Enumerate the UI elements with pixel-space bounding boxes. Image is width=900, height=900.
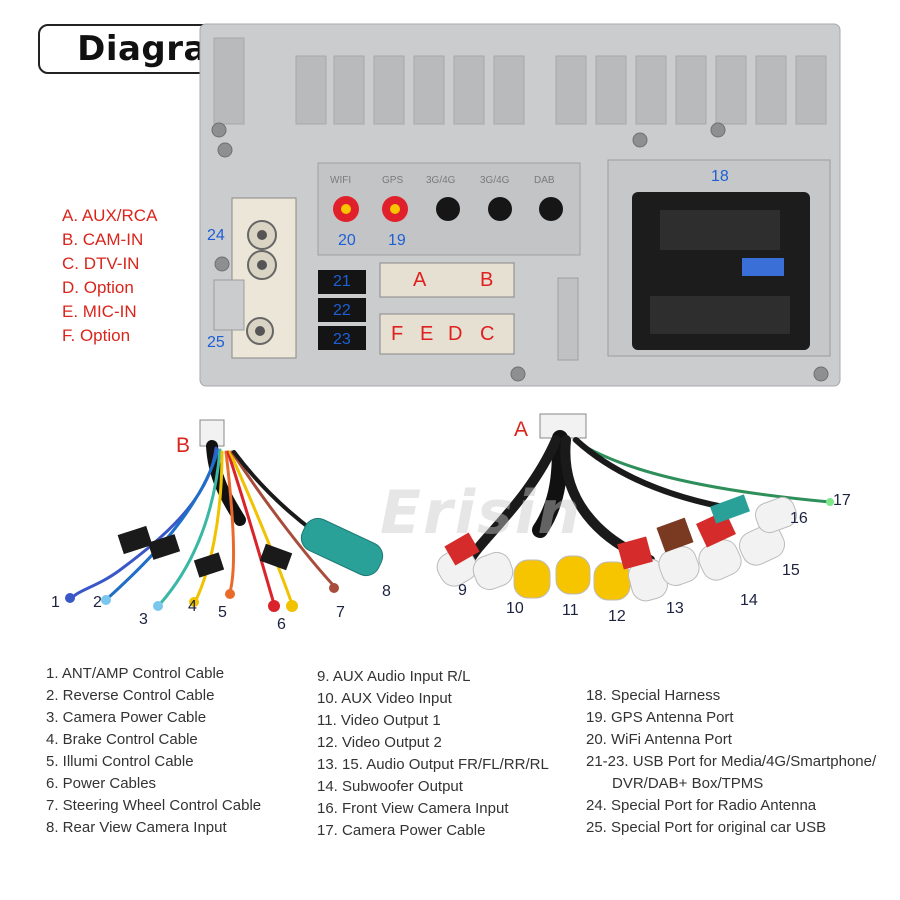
legend-item: F. Option <box>62 326 131 345</box>
callout-25: 25 <box>207 334 225 351</box>
socket-letter-f: F <box>391 323 404 345</box>
callout-2: 2 <box>93 594 102 611</box>
list-item: 5. Illumi Control Cable <box>46 753 194 770</box>
callout-16: 16 <box>790 510 808 527</box>
callout-12: 12 <box>608 608 626 625</box>
head-unit-back-panel <box>199 23 841 387</box>
callout-23: 23 <box>333 331 351 348</box>
legend-item: B. CAM-IN <box>62 230 144 249</box>
callout-19: 19 <box>388 232 406 249</box>
callout-14: 14 <box>740 592 758 609</box>
callout-10: 10 <box>506 600 524 617</box>
watermark: Erisin <box>380 478 583 548</box>
callout-17: 17 <box>833 492 851 509</box>
list-item: DVR/DAB+ Box/TPMS <box>612 775 764 792</box>
list-item: 3. Camera Power Cable <box>46 709 207 726</box>
list-item: 12. Video Output 2 <box>317 734 442 751</box>
list-item: 1. ANT/AMP Control Cable <box>46 665 225 682</box>
gps-port-label: GPS <box>382 175 404 186</box>
callout-24: 24 <box>207 227 225 244</box>
harness-b <box>65 419 384 612</box>
list-item: 25. Special Port for original car USB <box>586 819 827 836</box>
list-item: 13. 15. Audio Output FR/FL/RR/RL <box>317 756 549 773</box>
callout-18: 18 <box>711 168 729 185</box>
list-item: 20. WiFi Antenna Port <box>586 731 732 748</box>
socket-letter-d: D <box>448 323 463 345</box>
list-item: 24. Special Port for Radio Antenna <box>586 797 817 814</box>
callout-3: 3 <box>139 611 148 628</box>
socket-letter-c: C <box>480 323 495 345</box>
list-item: 16. Front View Camera Input <box>317 800 509 817</box>
callout-9: 9 <box>458 582 467 599</box>
list-item: 17. Camera Power Cable <box>317 822 486 839</box>
callout-15: 15 <box>782 562 800 579</box>
callout-7: 7 <box>336 604 345 621</box>
callout-8: 8 <box>382 583 391 600</box>
connector-legend: A. AUX/RCA B. CAM-IN C. DTV-IN D. Option… <box>62 204 157 348</box>
list-item: 21-23. USB Port for Media/4G/Smartphone/ <box>586 753 877 770</box>
callout-11: 11 <box>562 602 579 619</box>
callout-13: 13 <box>666 600 684 617</box>
cable-list-column-1: 1. ANT/AMP Control Cable 2. Reverse Cont… <box>46 663 261 839</box>
list-item: 19. GPS Antenna Port <box>586 709 734 726</box>
socket-letter-a: A <box>413 269 427 291</box>
legend-item: E. MIC-IN <box>62 302 137 321</box>
list-item: 6. Power Cables <box>46 775 157 792</box>
port-3g4g-label-1: 3G/4G <box>426 175 456 186</box>
callout-5: 5 <box>218 604 227 621</box>
callout-21: 21 <box>333 273 351 290</box>
list-item: 9. AUX Audio Input R/L <box>317 668 471 685</box>
port-list-column-3: 18. Special Harness 19. GPS Antenna Port… <box>586 685 876 839</box>
port-3g4g-label-2: 3G/4G <box>480 175 510 186</box>
callout-4: 4 <box>188 598 197 615</box>
dab-port-label: DAB <box>534 175 555 186</box>
callout-6: 6 <box>277 616 286 633</box>
callout-20: 20 <box>338 232 356 249</box>
wifi-port-label: WIFI <box>330 175 352 186</box>
callout-22: 22 <box>333 302 351 319</box>
legend-item: C. DTV-IN <box>62 254 140 273</box>
list-item: 7. Steering Wheel Control Cable <box>46 797 262 814</box>
callout-1: 1 <box>51 594 60 611</box>
socket-letter-b: B <box>480 269 494 291</box>
harness-b-label: B <box>176 434 191 457</box>
harness-a-label: A <box>514 418 529 441</box>
list-item: 14. Subwoofer Output <box>317 778 463 795</box>
list-item: 2. Reverse Control Cable <box>46 687 215 704</box>
legend-item: A. AUX/RCA <box>62 206 158 225</box>
list-item: 8. Rear View Camera Input <box>46 819 227 836</box>
socket-letter-e: E <box>420 323 434 345</box>
harness-a <box>436 413 834 602</box>
list-item: 11. Video Output 1 <box>317 712 441 729</box>
list-item: 10. AUX Video Input <box>317 690 452 707</box>
cable-list-column-2: 9. AUX Audio Input R/L 10. AUX Video Inp… <box>317 666 549 842</box>
list-item: 4. Brake Control Cable <box>46 731 198 748</box>
list-item: 18. Special Harness <box>586 687 721 704</box>
legend-item: D. Option <box>62 278 134 297</box>
